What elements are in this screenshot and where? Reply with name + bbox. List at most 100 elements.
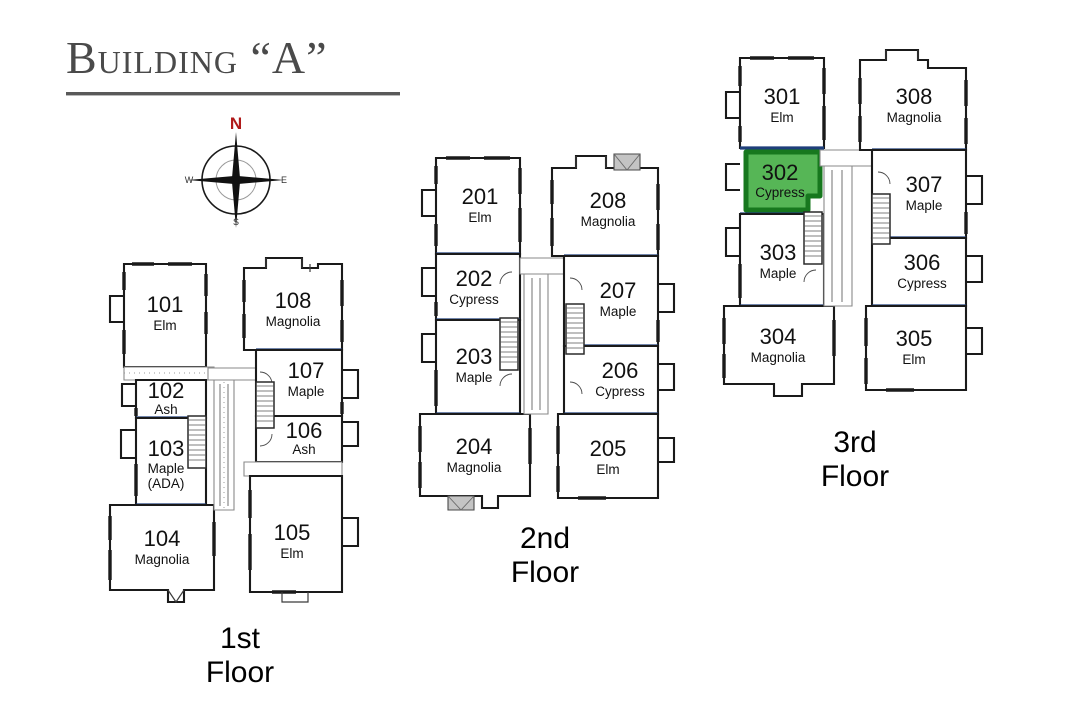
compass-east-label: E	[281, 175, 287, 185]
compass-rose: N W E S	[176, 112, 296, 230]
unit-301-number: 301	[764, 84, 801, 109]
stairwell-right-3	[871, 193, 891, 245]
unit-105-name: Elm	[280, 546, 303, 561]
unit-101-name: Elm	[153, 318, 176, 333]
unit-106-number: 106	[286, 418, 323, 443]
unit-102[interactable]: 102 Ash	[120, 378, 208, 420]
floor-1-caption-line2: Floor	[205, 655, 275, 689]
unit-202-name: Cypress	[449, 292, 499, 307]
floor-1-caption-line1: 1st	[219, 622, 261, 655]
unit-105-number: 105	[274, 520, 311, 545]
unit-304-number: 304	[760, 324, 797, 349]
unit-203-name: Maple	[456, 370, 493, 385]
compass-cardinal-points	[188, 132, 284, 228]
unit-205[interactable]: 205 Elm	[556, 412, 676, 500]
unit-103-name: Maple	[148, 461, 185, 476]
unit-108-number: 108	[275, 288, 312, 313]
unit-201[interactable]: 201 Elm	[420, 156, 522, 256]
corridor-segment-lower	[243, 461, 343, 477]
unit-308[interactable]: 308 Magnolia	[858, 48, 968, 152]
unit-207-number: 207	[600, 278, 637, 303]
unit-204-number: 204	[456, 434, 493, 459]
unit-105[interactable]: 105 Elm	[248, 474, 360, 603]
center-corridor-3	[819, 149, 877, 307]
unit-306[interactable]: 306 Cypress	[870, 236, 984, 308]
unit-307[interactable]: 307 Maple	[870, 148, 984, 240]
unit-303-name: Maple	[760, 266, 797, 281]
unit-101[interactable]: 101 Elm	[108, 262, 208, 369]
title-block: Building “A”	[66, 32, 406, 97]
unit-103-note: (ADA)	[148, 476, 185, 491]
unit-107-number: 107	[288, 358, 325, 383]
unit-103-number: 103	[148, 436, 185, 461]
floor-2-caption: 2nd Floor	[452, 522, 638, 589]
unit-302-number: 302	[762, 160, 799, 185]
unit-202[interactable]: 202 Cypress	[420, 252, 522, 322]
unit-107-name: Maple	[288, 384, 325, 399]
stairwell-left-2	[499, 317, 519, 371]
unit-205-name: Elm	[596, 462, 619, 477]
unit-206-number: 206	[602, 358, 639, 383]
unit-205-number: 205	[590, 436, 627, 461]
floor-plan-2nd: 201 Elm 202 Cypress 203 Maple	[412, 146, 692, 516]
floor-1-caption: 1st Floor	[150, 622, 330, 689]
stairwell-right-2	[565, 303, 585, 355]
unit-301[interactable]: 301 Elm	[724, 56, 826, 150]
unit-204-name: Magnolia	[447, 460, 502, 475]
page-title: Building “A”	[66, 32, 328, 83]
unit-301-name: Elm	[770, 110, 793, 125]
title-divider	[66, 92, 400, 97]
stairwell-right	[255, 381, 275, 429]
floor-plan-1st: 101 Elm 102 Ash 103 Maple (ADA)	[96, 250, 376, 610]
unit-104[interactable]: 104 Magnolia	[108, 503, 216, 604]
unit-201-number: 201	[462, 184, 499, 209]
center-corridor	[207, 367, 257, 511]
unit-201-name: Elm	[468, 210, 491, 225]
unit-204[interactable]: 204 Magnolia	[418, 412, 532, 511]
unit-108-name: Magnolia	[266, 314, 321, 329]
unit-203[interactable]: 203 Maple	[420, 318, 522, 416]
unit-202-number: 202	[456, 266, 493, 291]
unit-306-number: 306	[904, 250, 941, 275]
floor-2-caption-line1: 2nd	[519, 522, 571, 555]
unit-203-number: 203	[456, 344, 493, 369]
unit-208-name: Magnolia	[581, 214, 636, 229]
unit-305-number: 305	[896, 326, 933, 351]
unit-304-name: Magnolia	[751, 350, 806, 365]
unit-106[interactable]: 106 Ash	[254, 414, 360, 464]
unit-104-number: 104	[144, 526, 181, 551]
stairwell-left-3	[803, 211, 823, 265]
unit-305[interactable]: 305 Elm	[864, 304, 984, 392]
unit-302[interactable]: 302 Cypress	[724, 149, 823, 213]
unit-206-name: Cypress	[595, 384, 645, 399]
unit-102-number: 102	[148, 378, 185, 403]
unit-307-number: 307	[906, 172, 943, 197]
unit-208-number: 208	[590, 188, 627, 213]
unit-104-name: Magnolia	[135, 552, 190, 567]
unit-307-name: Maple	[906, 198, 943, 213]
unit-102-name: Ash	[154, 402, 177, 417]
unit-302-name: Cypress	[755, 185, 805, 200]
unit-206[interactable]: 206 Cypress	[562, 344, 676, 416]
unit-207-name: Maple	[600, 304, 637, 319]
unit-305-name: Elm	[902, 352, 925, 367]
floor-3-caption: 3rd Floor	[762, 426, 948, 493]
unit-308-name: Magnolia	[887, 110, 942, 125]
floor-2-caption-line2: Floor	[510, 555, 580, 589]
unit-308-number: 308	[896, 84, 933, 109]
center-corridor-2	[519, 257, 581, 415]
unit-106-name: Ash	[292, 442, 315, 457]
unit-108[interactable]: 108 Magnolia	[242, 256, 344, 352]
unit-303-number: 303	[760, 240, 797, 265]
compass-north-label: N	[230, 114, 242, 133]
compass-west-label: W	[185, 175, 194, 185]
unit-101-number: 101	[147, 292, 184, 317]
compass-south-label: S	[233, 217, 239, 227]
unit-303[interactable]: 303 Maple	[724, 212, 826, 308]
floor-3-caption-line2: Floor	[820, 459, 890, 493]
unit-304[interactable]: 304 Magnolia	[722, 304, 836, 398]
unit-306-name: Cypress	[897, 276, 947, 291]
floor-3-caption-line1: 3rd	[833, 426, 877, 459]
stairwell-left	[187, 415, 207, 469]
unit-208[interactable]: 208 Magnolia	[550, 153, 660, 258]
